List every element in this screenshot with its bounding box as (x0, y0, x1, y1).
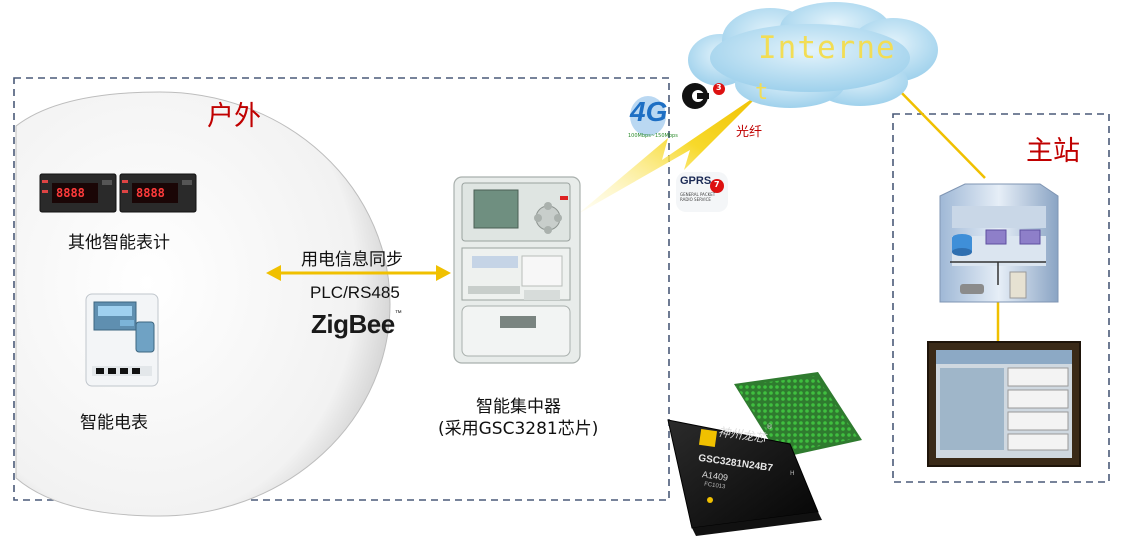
chip-mark: H (790, 470, 795, 477)
gprs-badge: 7 (714, 180, 720, 189)
gprs-logo-icon (676, 172, 728, 212)
panel-meter-1-display: 8888 (56, 186, 85, 200)
panel-meter-2-display: 8888 (136, 186, 165, 200)
outdoor-zone-border (13, 77, 670, 501)
fiber-label: 光纤 (736, 125, 763, 140)
panel-meter-2 (119, 173, 197, 213)
g3-logo-icon (682, 83, 725, 109)
chip-note-label: (采用GSC3281芯片) (438, 419, 599, 439)
concentrator-device (453, 176, 581, 364)
gprs-logo-text: GPRS (680, 175, 712, 187)
4g-logo-icon (630, 96, 666, 136)
other-meters-label: 其他智能表计 (68, 233, 170, 253)
cloud-master-link (892, 83, 986, 179)
panel-meter-1 (39, 173, 117, 213)
master-monitor (927, 341, 1081, 467)
master-title: 主站 (1026, 136, 1080, 167)
zigbee-text: ZigBee (311, 309, 395, 339)
concentrator-label: 智能集中器 (476, 397, 561, 417)
g3-sup: 3 (716, 83, 722, 92)
gprs-caption: GENERAL PACKET RADIO SERVICE (680, 192, 716, 202)
smart-meter-label: 智能电表 (80, 413, 148, 433)
cloud-text: Interne (758, 30, 896, 66)
sync-arrow-right-head (436, 265, 451, 281)
sync-arrow-left-head (266, 265, 281, 281)
cloud-text-wrap: t (755, 80, 770, 105)
sync-label: 用电信息同步 (301, 250, 403, 270)
smart-meter-device (85, 293, 159, 387)
zigbee-logo: ZigBee™ (311, 309, 402, 340)
master-zone-border (892, 113, 1110, 483)
4g-logo-text: 4G (630, 96, 668, 127)
plc-label: PLC/RS485 (310, 283, 400, 302)
master-server-building (939, 183, 1059, 303)
internet-cloud (688, 2, 938, 108)
chip-registered: ® (766, 423, 773, 431)
4g-logo-caption: 100Mbps~150Mbps (628, 133, 678, 139)
outdoor-title: 户外 (207, 101, 261, 132)
zigbee-tm: ™ (394, 310, 402, 317)
meter-circle (15, 91, 391, 517)
gsc3281-chip (667, 372, 862, 536)
wireless-bolt (578, 92, 762, 214)
